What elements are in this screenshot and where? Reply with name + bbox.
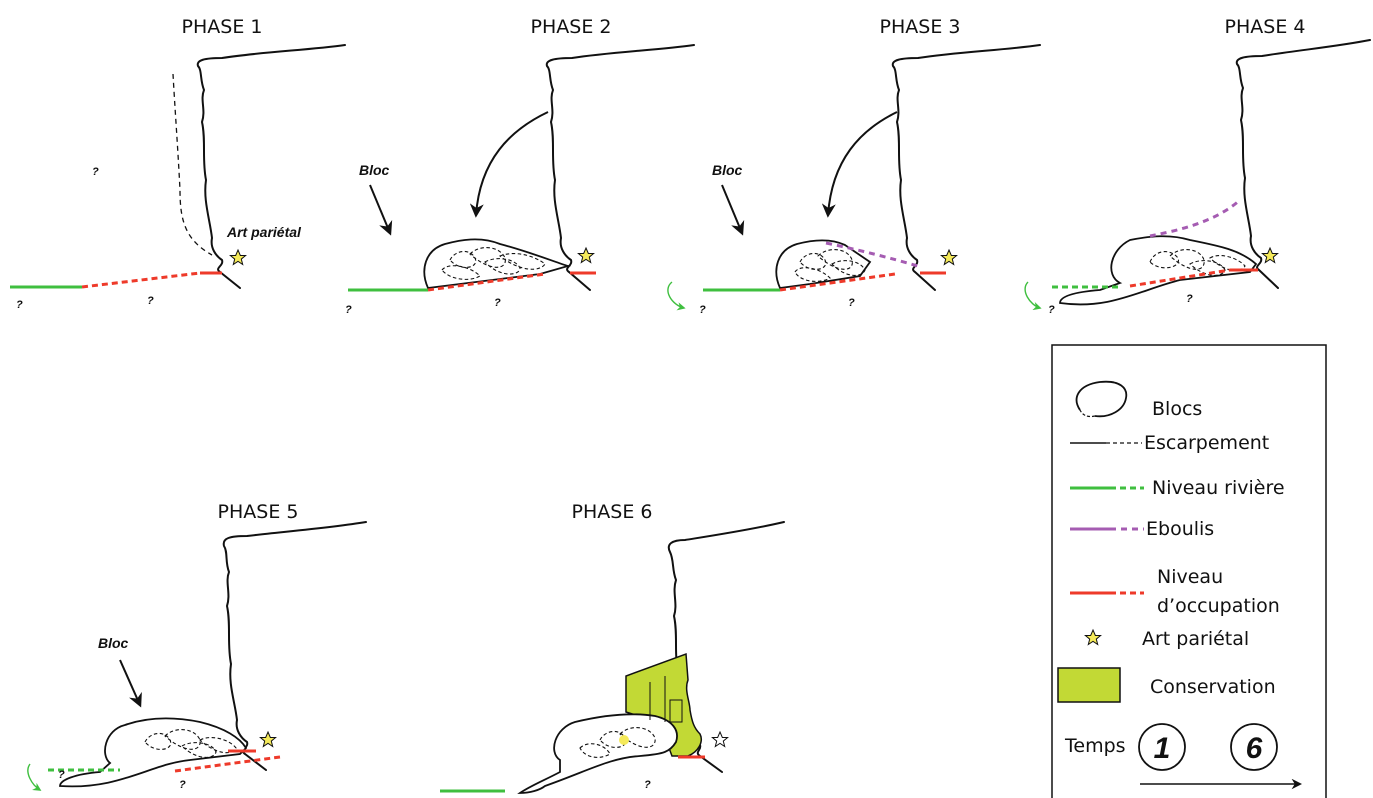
phase-3-question-1: ? — [699, 304, 706, 316]
phase-4-question-1: ? — [1048, 304, 1055, 316]
legend-art-label: Art pariétal — [1142, 628, 1249, 650]
phase-3-block-inner — [794, 249, 866, 282]
legend-occupation-label: Niveau — [1157, 566, 1223, 588]
legend-time-label: Temps — [1064, 735, 1126, 757]
phase-1-label: Art pariétal — [226, 224, 302, 240]
phase-2-question-2: ? — [494, 297, 501, 309]
phase-5-escarpment — [222, 521, 367, 771]
phase-5-bloc-arrow — [119, 659, 142, 708]
phase-4-title: PHASE 4 — [1225, 16, 1306, 38]
phase-4-block — [1059, 235, 1258, 306]
phase-2-block — [423, 238, 572, 289]
phase-5-block-inner — [144, 729, 237, 758]
legend-river-label: Niveau rivière — [1152, 477, 1285, 499]
phase-3-escarpment — [891, 44, 1041, 291]
phase-1-escarpment — [196, 44, 346, 289]
phase-2-fall-arrow — [469, 111, 549, 218]
phase-3-bloc-arrow — [721, 184, 745, 236]
phase-2-block-inner — [441, 247, 546, 280]
phase-3-fall-arrow — [821, 111, 898, 218]
phase-3-label: Bloc — [712, 162, 743, 178]
legend-occupation-label-2: d’occupation — [1157, 595, 1280, 617]
phase-3-question-2: ? — [848, 297, 855, 309]
legend-block-icon — [1075, 380, 1128, 418]
phase-4-escarpment — [1235, 39, 1371, 289]
phase-1-question-3: ? — [147, 295, 154, 307]
legend: Blocs Escarpement Niveau rivière Eboulis… — [1051, 344, 1327, 798]
phase-1-question-2: ? — [16, 299, 23, 311]
phase-6-title: PHASE 6 — [572, 501, 653, 523]
legend-escarpment-label: Escarpement — [1144, 432, 1269, 454]
phase-2-question-1: ? — [345, 304, 352, 316]
phase-6-section-box — [669, 699, 683, 723]
phase-5-question-1: ? — [58, 769, 65, 781]
legend-time-start: 1 — [1154, 732, 1171, 765]
phase-5-label: Bloc — [98, 635, 129, 651]
phase-3: PHASE 3 Bloc ? ? — [667, 16, 1041, 316]
phase-2-bloc-arrow — [369, 184, 393, 236]
phase-5-star-icon — [259, 731, 277, 747]
phase-4-scree — [1149, 198, 1241, 238]
phase-6-star-empty-icon — [711, 731, 729, 747]
phase-3-title: PHASE 3 — [880, 16, 961, 38]
phase-5-block — [59, 717, 248, 788]
phase-1-title: PHASE 1 — [182, 16, 263, 38]
phase-3-block — [775, 239, 872, 289]
phase-1-occupation-dashed — [81, 271, 201, 289]
legend-conservation-label: Conservation — [1150, 676, 1276, 698]
legend-time-end-circle — [1230, 723, 1278, 771]
phase-5-title: PHASE 5 — [218, 501, 299, 523]
phase-5-occupation-dashed — [174, 755, 281, 773]
phase-4-question-2: ? — [1186, 293, 1193, 305]
phase-2: PHASE 2 Bloc ? ? — [345, 16, 695, 316]
legend-time-start-circle — [1138, 723, 1186, 771]
phase-2-label: Bloc — [359, 162, 390, 178]
phase-3-green-arrow-icon — [667, 281, 686, 311]
phase-1-question-1: ? — [92, 166, 99, 178]
legend-conservation-icon — [1057, 667, 1121, 703]
phase-2-title: PHASE 2 — [531, 16, 612, 38]
phase-4-occupation-dashed — [1129, 268, 1231, 288]
legend-time-end: 6 — [1246, 732, 1263, 765]
phase-5: PHASE 5 Bloc ? ? — [27, 501, 367, 791]
phase-1: PHASE 1 Art pariétal ? ? ? — [10, 16, 346, 311]
legend-blocs-label: Blocs — [1152, 398, 1202, 420]
phase-3-star-icon — [940, 249, 958, 265]
legend-scree-label: Eboulis — [1146, 518, 1214, 540]
phase-4-star-icon — [1261, 247, 1279, 263]
phase-1-star-icon — [229, 249, 247, 265]
phase-5-green-arrow-icon — [27, 763, 42, 791]
phase-3-scree — [825, 241, 919, 268]
legend-box — [1051, 344, 1327, 798]
phase-2-star-icon — [577, 247, 595, 263]
phase-4: PHASE 4 ? ? — [1024, 16, 1371, 316]
phase-2-escarpment — [545, 44, 695, 291]
phase-6-yellow-dot — [619, 735, 629, 745]
phase-6-question-1: ? — [644, 779, 651, 791]
phase-6-block — [517, 713, 678, 794]
phase-1-escarpment-dashed — [172, 73, 213, 256]
phase-4-green-arrow-icon — [1024, 281, 1042, 311]
phase-5-question-2: ? — [179, 779, 186, 791]
phase-6: PHASE 6 ? — [440, 501, 785, 794]
